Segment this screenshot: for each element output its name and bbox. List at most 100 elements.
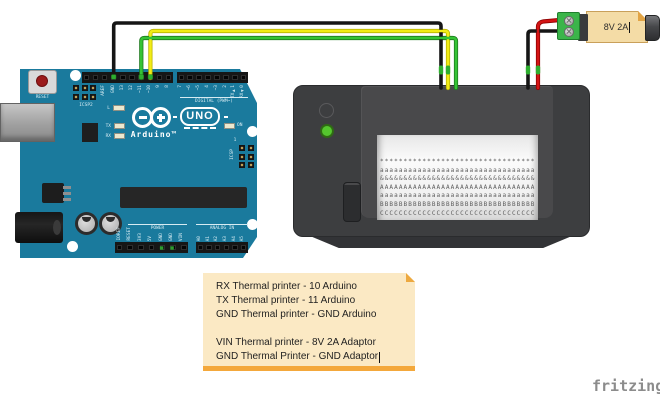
print-line: &&&&&&&&&&&&&&&&&&&&&&&&&&&&&&&&& xyxy=(380,175,536,183)
logo-minus-icon xyxy=(138,116,147,119)
fritzing-watermark: fritzing xyxy=(592,377,660,395)
pin xyxy=(92,74,99,81)
mounting-hole xyxy=(70,70,81,81)
note-text[interactable]: RX Thermal printer - 10 Arduino TX Therm… xyxy=(216,280,411,364)
pin xyxy=(239,162,245,168)
note-title-bar[interactable] xyxy=(203,366,415,371)
led-rx-label: RX xyxy=(105,134,111,139)
pin-label: 8 xyxy=(165,85,171,88)
printer-lever[interactable] xyxy=(343,182,361,222)
analog-pin-strip[interactable] xyxy=(196,242,248,253)
print-line: aaaaaaaaaaaaaaaaaaaaaaaaaaaaaaaaa xyxy=(380,166,536,174)
pin xyxy=(147,74,154,81)
pin xyxy=(120,74,126,81)
component-leg xyxy=(63,192,71,195)
component-leg xyxy=(63,186,71,189)
icsp-header[interactable] xyxy=(239,145,254,168)
print-line: BBBBBBBBBBBBBBBBBBBBBBBBBBBBBBBBB xyxy=(380,200,536,208)
pin-label: ~3 xyxy=(213,85,219,91)
note-line-text: GND Thermal Printer - GND Adaptor xyxy=(216,351,379,362)
pin xyxy=(170,244,176,251)
pin-label: GND xyxy=(169,232,175,241)
icsp2-header[interactable] xyxy=(73,85,96,100)
note-line: VIN Thermal printer - 8V 2A Adaptor xyxy=(216,337,376,348)
pin xyxy=(90,93,96,100)
pin xyxy=(156,74,163,81)
pin xyxy=(110,74,117,81)
led-tx xyxy=(114,123,125,129)
brand-label: Arduino™ xyxy=(130,130,178,139)
mounting-hole xyxy=(247,219,258,230)
printer-button-icon[interactable] xyxy=(319,103,334,118)
note-line: GND Thermal Printer - GND Adaptor xyxy=(216,350,411,364)
pin xyxy=(206,244,212,251)
pin xyxy=(148,244,155,251)
reset-button-cap xyxy=(36,75,48,87)
mounting-hole xyxy=(247,126,258,137)
pin xyxy=(178,74,184,81)
wire-leg-connector xyxy=(525,65,531,75)
pin-label: A5 xyxy=(240,235,246,241)
component-leg xyxy=(63,198,71,201)
badge-dash xyxy=(173,115,177,118)
pin xyxy=(83,74,89,81)
badge-dash xyxy=(224,115,228,118)
led-l xyxy=(113,105,125,111)
pin-label: A2 xyxy=(214,235,220,241)
pin xyxy=(223,244,230,251)
voltage-regulator xyxy=(42,183,64,203)
pin xyxy=(247,145,254,151)
print-line: AAAAAAAAAAAAAAAAAAAAAAAAAAAAAAAAA xyxy=(380,183,536,191)
power-header-label: POWER xyxy=(128,224,187,231)
ic-chip xyxy=(82,123,98,142)
led-on xyxy=(224,123,235,129)
terminal-screw-icon[interactable] xyxy=(563,26,574,37)
wire-leg-connector xyxy=(445,65,451,75)
power-pin-strip[interactable] xyxy=(115,242,188,253)
pin xyxy=(101,74,108,81)
led-on-label: ON xyxy=(237,123,243,128)
power-adapter[interactable]: 8V 2A xyxy=(586,11,648,43)
wire-gnd-adaptor-black[interactable] xyxy=(526,29,562,90)
note-fold-corner xyxy=(406,273,415,282)
analog-header-label: ANALOG IN xyxy=(196,224,248,231)
pin-label: 9 xyxy=(156,85,162,88)
pin-label: GND xyxy=(158,232,164,241)
pin xyxy=(205,74,211,81)
mounting-hole xyxy=(67,241,78,252)
note-line: TX Thermal printer - 11 Arduino xyxy=(216,295,356,306)
printer-base xyxy=(310,236,572,248)
model-badge: UNO xyxy=(180,107,220,126)
pin xyxy=(247,153,254,160)
sticky-note-body[interactable] xyxy=(203,273,415,366)
pin xyxy=(223,74,229,81)
pin xyxy=(138,74,144,81)
pin xyxy=(196,74,202,81)
pin xyxy=(247,162,254,168)
pin xyxy=(159,244,165,251)
note-line xyxy=(216,322,411,336)
icsp-label: ICSP xyxy=(230,149,235,160)
pin xyxy=(240,74,247,81)
pin-label: VIN xyxy=(179,232,185,241)
pin xyxy=(181,244,187,251)
printer-paper xyxy=(377,135,538,220)
capacitor xyxy=(75,212,98,235)
pin-label: 4 xyxy=(204,85,210,88)
pin-label: A3 xyxy=(223,235,229,241)
terminal-screw-icon[interactable] xyxy=(563,15,574,26)
adapter-voltage-label[interactable]: 8V 2A xyxy=(603,22,629,32)
pin xyxy=(165,74,172,81)
pin-label: IOREF xyxy=(116,227,122,241)
usb-connector xyxy=(0,103,55,142)
digital-pin-strip-right[interactable] xyxy=(177,72,248,83)
pin-label: 7 xyxy=(178,85,184,88)
sticky-note[interactable]: RX Thermal printer - 10 Arduino TX Therm… xyxy=(203,273,415,371)
pin-label: ~6 xyxy=(187,85,193,91)
badge-dash xyxy=(184,127,216,129)
icsp2-label: ICSP2 xyxy=(79,103,93,108)
barrel-plug xyxy=(645,15,660,41)
pin xyxy=(187,74,193,81)
printer-test-print: ********************************* aaaaaa… xyxy=(380,158,536,220)
digital-pin-strip-left[interactable] xyxy=(82,72,173,83)
